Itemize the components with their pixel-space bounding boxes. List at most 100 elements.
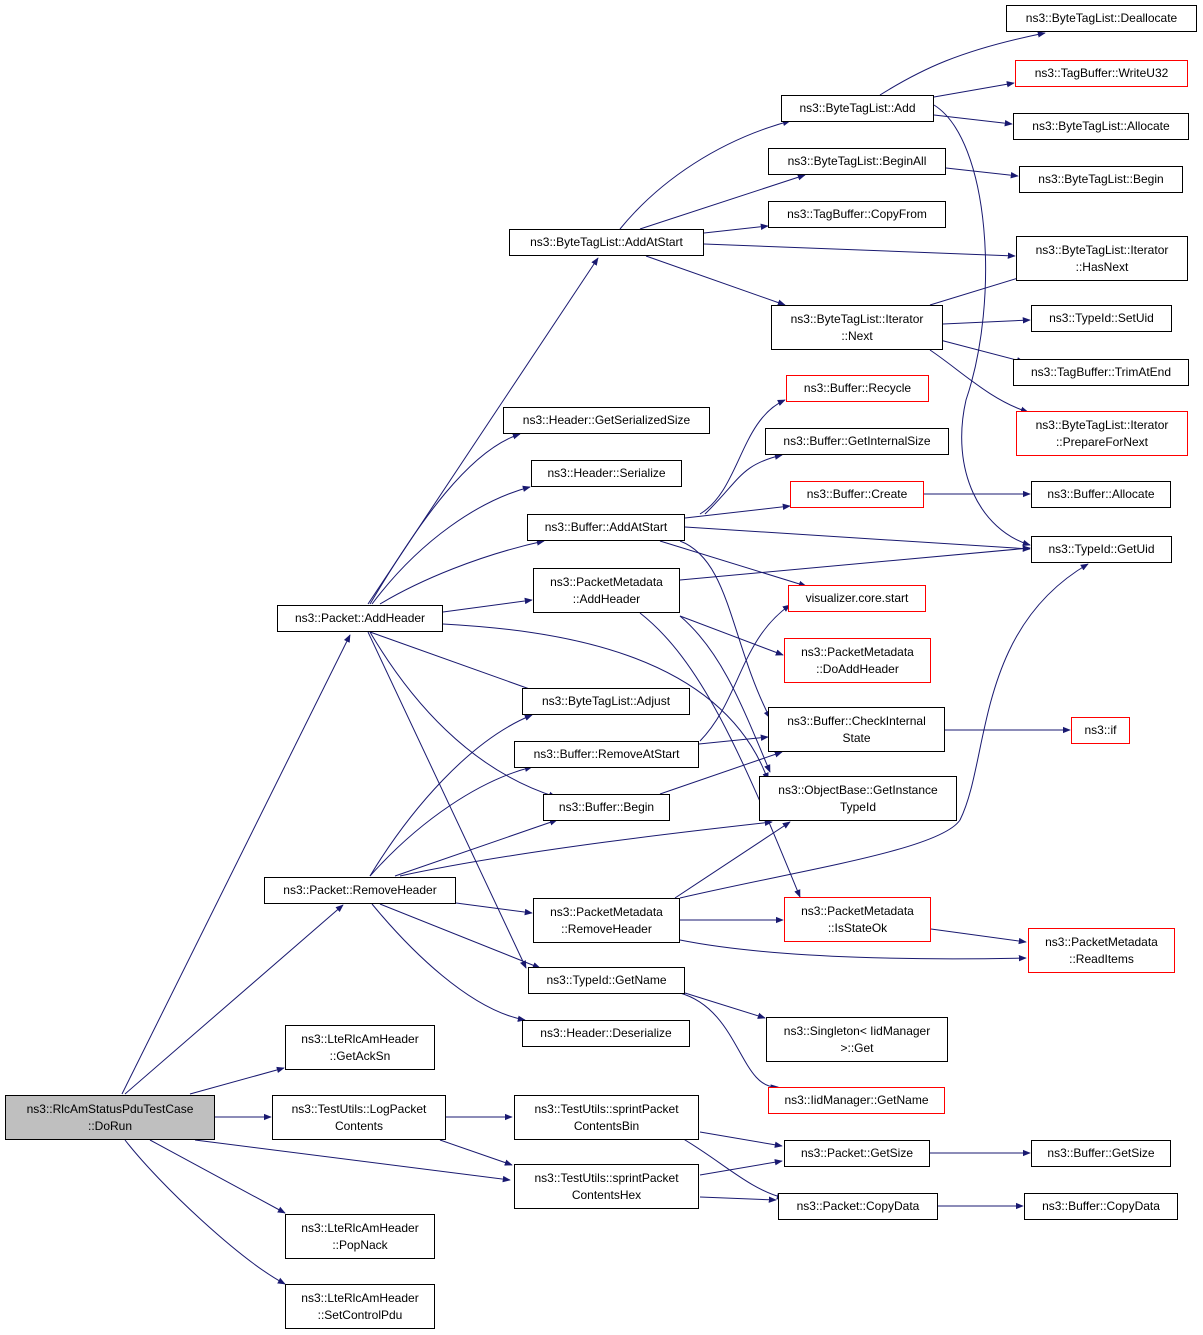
call-edge (674, 821, 791, 899)
call-edge (371, 903, 526, 1022)
node-buffer-copydata[interactable]: ns3::Buffer::CopyData (1024, 1193, 1178, 1220)
call-edge (189, 1066, 285, 1095)
call-edge (394, 819, 558, 877)
call-edge (369, 631, 557, 798)
call-edge (379, 903, 541, 969)
node-objectbase-getinstancetypeid[interactable]: ns3::ObjectBase::GetInstance TypeId (759, 776, 957, 821)
node-buffer-begin[interactable]: ns3::Buffer::Begin (543, 794, 670, 821)
call-edge (933, 114, 1013, 127)
call-edge (367, 631, 527, 969)
call-edge (439, 1139, 513, 1166)
node-buffer-recycle[interactable]: ns3::Buffer::Recycle (786, 375, 929, 402)
node-btl-iterator-preparefornext[interactable]: ns3::ByteTagList::Iterator ::PrepareForN… (1016, 411, 1188, 456)
call-edge (930, 928, 1027, 945)
node-buffer-getinternalsize[interactable]: ns3::Buffer::GetInternalSize (765, 428, 949, 455)
node-buffer-getsize[interactable]: ns3::Buffer::GetSize (1031, 1140, 1171, 1167)
node-buffer-removeatstart[interactable]: ns3::Buffer::RemoveAtStart (514, 741, 699, 768)
node-sprint-hex[interactable]: ns3::TestUtils::sprintPacket ContentsHex (514, 1164, 699, 1209)
node-testutils-logpacket[interactable]: ns3::TestUtils::LogPacket Contents (272, 1095, 446, 1140)
node-btl-deallocate[interactable]: ns3::ByteTagList::Deallocate (1006, 5, 1197, 32)
node-pm-doaddheader[interactable]: ns3::PacketMetadata ::DoAddHeader (784, 638, 931, 683)
node-header-deserialize[interactable]: ns3::Header::Deserialize (522, 1020, 690, 1047)
call-edge (679, 563, 1089, 899)
call-edge (369, 714, 533, 877)
call-edge (933, 81, 1015, 98)
node-packet-addheader[interactable]: ns3::Packet::AddHeader (277, 605, 443, 632)
call-edge (684, 503, 791, 519)
call-edge (659, 540, 807, 587)
node-pm-readitems[interactable]: ns3::PacketMetadata ::ReadItems (1028, 928, 1175, 973)
node-tagbuffer-writeu32[interactable]: ns3::TagBuffer::WriteU32 (1015, 60, 1188, 87)
node-buffer-create[interactable]: ns3::Buffer::Create (790, 481, 924, 508)
call-edge (679, 545, 1031, 581)
call-edge (679, 992, 779, 1091)
node-typeid-getuid[interactable]: ns3::TypeId::GetUid (1031, 536, 1172, 563)
node-pm-addheader[interactable]: ns3::PacketMetadata ::AddHeader (533, 568, 680, 613)
call-edge (699, 604, 791, 742)
node-btl-allocate[interactable]: ns3::ByteTagList::Allocate (1013, 113, 1189, 140)
node-typeid-getname[interactable]: ns3::TypeId::GetName (528, 967, 685, 994)
node-packet-copydata[interactable]: ns3::Packet::CopyData (778, 1193, 938, 1220)
call-edge (369, 765, 533, 877)
call-edge (699, 399, 786, 515)
call-edge (933, 104, 1031, 546)
call-edge (645, 255, 786, 306)
node-lte-getacksn[interactable]: ns3::LteRlcAmHeader ::GetAckSn (285, 1025, 435, 1070)
call-edge (455, 902, 533, 916)
node-pm-removeheader[interactable]: ns3::PacketMetadata ::RemoveHeader (533, 898, 680, 943)
node-btl-begin[interactable]: ns3::ByteTagList::Begin (1019, 166, 1183, 193)
call-edge (939, 339, 1025, 364)
node-btl-addatstart[interactable]: ns3::ByteTagList::AddAtStart (509, 229, 704, 256)
node-btl-adjust[interactable]: ns3::ByteTagList::Adjust (522, 688, 690, 715)
node-header-serialize[interactable]: ns3::Header::Serialize (531, 460, 682, 487)
node-root: ns3::RlcAmStatusPduTestCase ::DoRun (5, 1095, 215, 1140)
node-ns3-if[interactable]: ns3::if (1071, 717, 1130, 744)
call-edge (399, 819, 773, 877)
node-buffer-addatstart[interactable]: ns3::Buffer::AddAtStart (527, 514, 685, 541)
node-tagbuffer-copyfrom[interactable]: ns3::TagBuffer::CopyFrom (768, 201, 946, 228)
call-edge (684, 992, 766, 1019)
node-typeid-setuid[interactable]: ns3::TypeId::SetUid (1031, 305, 1172, 332)
node-btl-beginall[interactable]: ns3::ByteTagList::BeginAll (768, 148, 946, 175)
call-edge (679, 1136, 785, 1200)
node-btl-add[interactable]: ns3::ByteTagList::Add (781, 95, 934, 122)
node-btl-iterator-next[interactable]: ns3::ByteTagList::Iterator ::Next (771, 305, 943, 350)
call-edge (639, 174, 806, 230)
call-edge (699, 1196, 777, 1203)
node-iidmanager-getname[interactable]: ns3::IidManager::GetName (768, 1087, 945, 1114)
call-edge (929, 274, 1029, 306)
call-edge (942, 317, 1031, 325)
node-sprint-bin[interactable]: ns3::TestUtils::sprintPacket ContentsBin (514, 1095, 699, 1140)
node-packet-getsize[interactable]: ns3::Packet::GetSize (784, 1140, 930, 1167)
call-edge (945, 167, 1019, 179)
call-edge (442, 597, 533, 613)
call-edge (699, 1131, 783, 1148)
call-edge (371, 485, 531, 605)
call-edge (121, 634, 351, 1095)
node-singleton-get[interactable]: ns3::Singleton< IidManager >::Get (766, 1017, 948, 1062)
node-buffer-checkinternalstate[interactable]: ns3::Buffer::CheckInternal State (768, 707, 945, 752)
call-edge (369, 631, 553, 698)
call-edge (679, 540, 771, 719)
call-edge (124, 904, 344, 1095)
call-edge (679, 615, 771, 773)
call-edge (619, 119, 791, 230)
call-edge (379, 539, 545, 605)
node-pm-isstateok[interactable]: ns3::PacketMetadata ::IsStateOk (784, 897, 931, 942)
call-edge (929, 349, 1029, 413)
call-edge (704, 453, 783, 515)
node-lte-popnack[interactable]: ns3::LteRlcAmHeader ::PopNack (285, 1214, 435, 1259)
call-edge (703, 243, 1016, 259)
node-header-getserializedsize[interactable]: ns3::Header::GetSerializedSize (503, 407, 710, 434)
node-lte-setcontrolpdu[interactable]: ns3::LteRlcAmHeader ::SetControlPdu (285, 1284, 435, 1329)
node-btl-iterator-hasnext[interactable]: ns3::ByteTagList::Iterator ::HasNext (1016, 236, 1188, 281)
node-buffer-allocate[interactable]: ns3::Buffer::Allocate (1031, 481, 1171, 508)
node-tagbuffer-trimatend[interactable]: ns3::TagBuffer::TrimAtEnd (1013, 359, 1189, 386)
node-packet-removeheader[interactable]: ns3::Packet::RemoveHeader (264, 877, 456, 904)
call-edge (149, 1139, 286, 1214)
node-visualizer-core-start[interactable]: visualizer.core.start (788, 585, 926, 612)
call-edge (679, 939, 1027, 962)
call-edge (659, 751, 783, 795)
call-edge (879, 31, 1046, 96)
